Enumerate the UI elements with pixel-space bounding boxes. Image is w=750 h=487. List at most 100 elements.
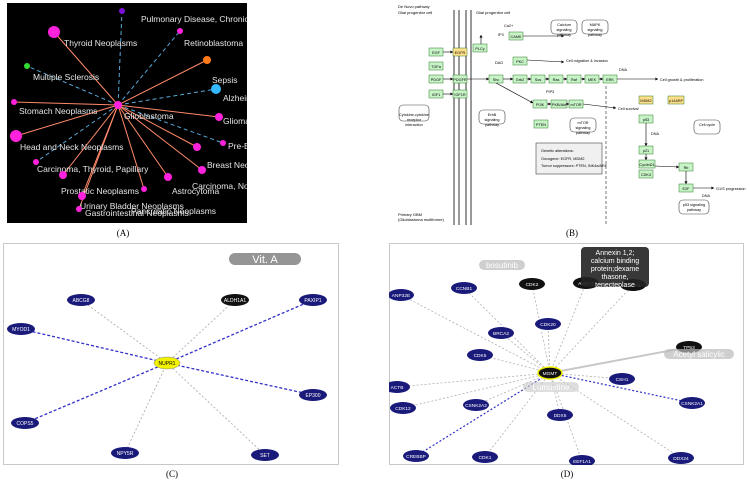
- pathway-box-label: pathway: [485, 123, 499, 127]
- gene-node-label: MYOD1: [12, 327, 30, 333]
- gene-node-label: SET: [260, 453, 270, 459]
- arrow-head: [600, 77, 603, 81]
- arrow-head: [530, 100, 533, 104]
- arrow-head: [486, 77, 489, 81]
- pathway-box-label: Cytokine-cytokine: [399, 113, 429, 117]
- gene-label: PLCγ: [475, 47, 484, 51]
- arrow-head: [450, 77, 453, 81]
- disease-node: [76, 206, 82, 212]
- edge-d: [500, 332, 551, 374]
- gene-node: [389, 381, 410, 393]
- pathway-box: [478, 109, 506, 125]
- disease-node: [220, 140, 226, 146]
- annexin-label: tenecteplase: [595, 282, 635, 289]
- disease-node: [78, 192, 86, 200]
- gene-node-label: CDK5: [474, 353, 487, 359]
- annexin-label: Annexin 1,2;: [596, 250, 635, 257]
- small-label: DNA: [619, 68, 627, 72]
- pathway-box-label: interaction: [405, 123, 423, 127]
- edge-d: [396, 372, 551, 388]
- gene-node: [299, 389, 327, 401]
- arrow-head: [510, 77, 513, 81]
- arrow-head: [711, 186, 714, 190]
- output-label: Cell migration & invasion: [566, 59, 608, 63]
- gene-node: [668, 452, 694, 464]
- caption-b: (B): [566, 228, 578, 238]
- gene-box: [533, 119, 549, 129]
- small-label: IP3: [498, 33, 504, 37]
- bosutinib-bg: [479, 260, 525, 270]
- pathway-box-label: pathway: [557, 33, 571, 37]
- left-cell-label: De Novo pathway: [398, 4, 430, 9]
- arrow-head: [450, 50, 453, 54]
- gene-label: IGF1R: [454, 93, 465, 97]
- disease-node: [193, 143, 201, 151]
- arrow-head: [561, 60, 564, 64]
- edge-a: [78, 104, 119, 210]
- arrow-head: [479, 35, 483, 38]
- edge-c: [166, 362, 266, 456]
- gene-label: TGFa: [431, 65, 442, 69]
- edge-d: [549, 372, 693, 404]
- edge-d: [402, 372, 551, 409]
- gene-label: PDGFR: [453, 78, 467, 82]
- primary-label: Primary GBM: [398, 212, 422, 217]
- pathway-arrow: [526, 59, 565, 63]
- arrow-head: [450, 92, 453, 96]
- pathway-box-label: ErbB: [488, 113, 497, 117]
- gene-node-label: CDK12: [395, 406, 411, 412]
- edge-d: [475, 372, 551, 406]
- arrow-head: [546, 77, 549, 81]
- gene-label: MDM2: [640, 99, 651, 103]
- gene-box: [472, 43, 488, 53]
- disease-node: [203, 56, 211, 64]
- output-label: Cell growth & proliferation: [660, 78, 703, 82]
- gene-node: [111, 447, 139, 459]
- gene-node: [299, 294, 327, 306]
- disease-label: Gastrointestinal Neoplasms: [85, 208, 189, 218]
- acetyl-label: Acetyl salicylic: [673, 350, 725, 359]
- edge-a: [15, 104, 119, 137]
- gene-label: IGF1: [432, 93, 440, 97]
- arrow-head: [548, 102, 551, 106]
- disease-node: [119, 8, 125, 14]
- disease-label: Breast Neoplasms: [207, 160, 247, 170]
- edge-a: [35, 104, 119, 163]
- gene-label: CAMK: [511, 35, 522, 39]
- gene-node-label: ALDH1A1: [224, 298, 246, 304]
- disease-label: Prostatic Neoplasms: [61, 186, 139, 196]
- edge-d: [549, 372, 561, 416]
- disease-label: Sepsis: [212, 75, 238, 85]
- disease-node: [24, 63, 30, 69]
- gene-label: Rb: [684, 166, 689, 170]
- edge-a: [117, 104, 220, 118]
- disease-label: Urinary Bladder Neoplasms: [80, 201, 184, 211]
- gene-label: p14ARF: [669, 99, 684, 103]
- disease-node: [198, 166, 206, 174]
- drug-label-bg: [229, 253, 301, 265]
- pathway-box-label: pathway: [687, 208, 701, 212]
- pathway-arrow: [582, 103, 617, 109]
- hub-drug-bg: [523, 382, 579, 392]
- gene-node: [472, 451, 498, 463]
- pathway-box: [693, 119, 721, 135]
- edge-a: [53, 31, 119, 106]
- panel-c-background: [3, 243, 339, 465]
- bosutinib-label: bosutinib: [486, 261, 519, 270]
- gene-node: [467, 349, 493, 361]
- small-label: DNA: [702, 194, 710, 198]
- edge-c: [80, 299, 168, 364]
- edge-c: [166, 299, 236, 364]
- gene-node: [535, 318, 561, 330]
- disease-node: [211, 84, 221, 94]
- disease-node: [215, 113, 223, 121]
- pathway-box: [550, 19, 578, 35]
- arrow-head: [684, 181, 688, 184]
- hub-label: Glioblastoma: [124, 111, 174, 121]
- disease-node: [48, 26, 60, 38]
- edge-d: [479, 354, 551, 374]
- gene-node: [403, 450, 429, 462]
- gene-node-label: TP53: [683, 345, 695, 351]
- gene-node-label: ACTB: [391, 385, 404, 391]
